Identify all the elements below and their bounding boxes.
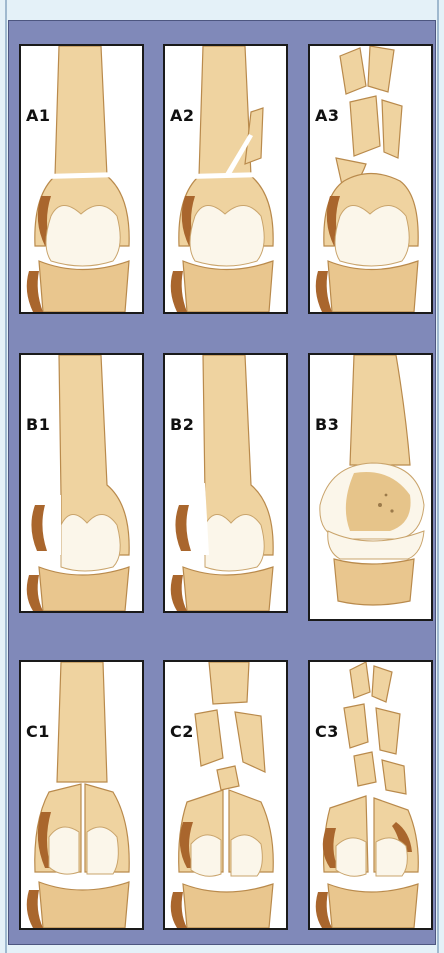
fracture-label-a2: A2 (170, 106, 195, 125)
bone-illustration-b3 (310, 355, 431, 619)
fracture-label-b2: B2 (170, 415, 194, 434)
fracture-label-c3: C3 (315, 722, 339, 741)
fracture-label-b1: B1 (26, 415, 50, 434)
fracture-card-b1: B1 (19, 353, 144, 613)
bone-illustration-a1 (21, 46, 142, 312)
bone-illustration-c2 (165, 662, 286, 928)
fracture-label-c1: C1 (26, 722, 50, 741)
bone-illustration-a3 (310, 46, 431, 312)
bone-illustration-b1 (21, 355, 142, 611)
fracture-card-c3: C3 (308, 660, 433, 930)
bone-illustration-c3 (310, 662, 431, 928)
bone-illustration-b2 (165, 355, 286, 611)
fracture-label-a1: A1 (26, 106, 51, 125)
fracture-label-a3: A3 (315, 106, 340, 125)
bone-illustration-c1 (21, 662, 142, 928)
fracture-card-c2: C2 (163, 660, 288, 930)
fracture-card-b2: B2 (163, 353, 288, 613)
fracture-card-b3: B3 (308, 353, 433, 621)
fracture-card-a2: A2 (163, 44, 288, 314)
fracture-card-a3: A3 (308, 44, 433, 314)
fracture-label-b3: B3 (315, 415, 339, 434)
fracture-card-c1: C1 (19, 660, 144, 930)
fracture-label-c2: C2 (170, 722, 194, 741)
fracture-card-a1: A1 (19, 44, 144, 314)
bone-illustration-a2 (165, 46, 286, 312)
